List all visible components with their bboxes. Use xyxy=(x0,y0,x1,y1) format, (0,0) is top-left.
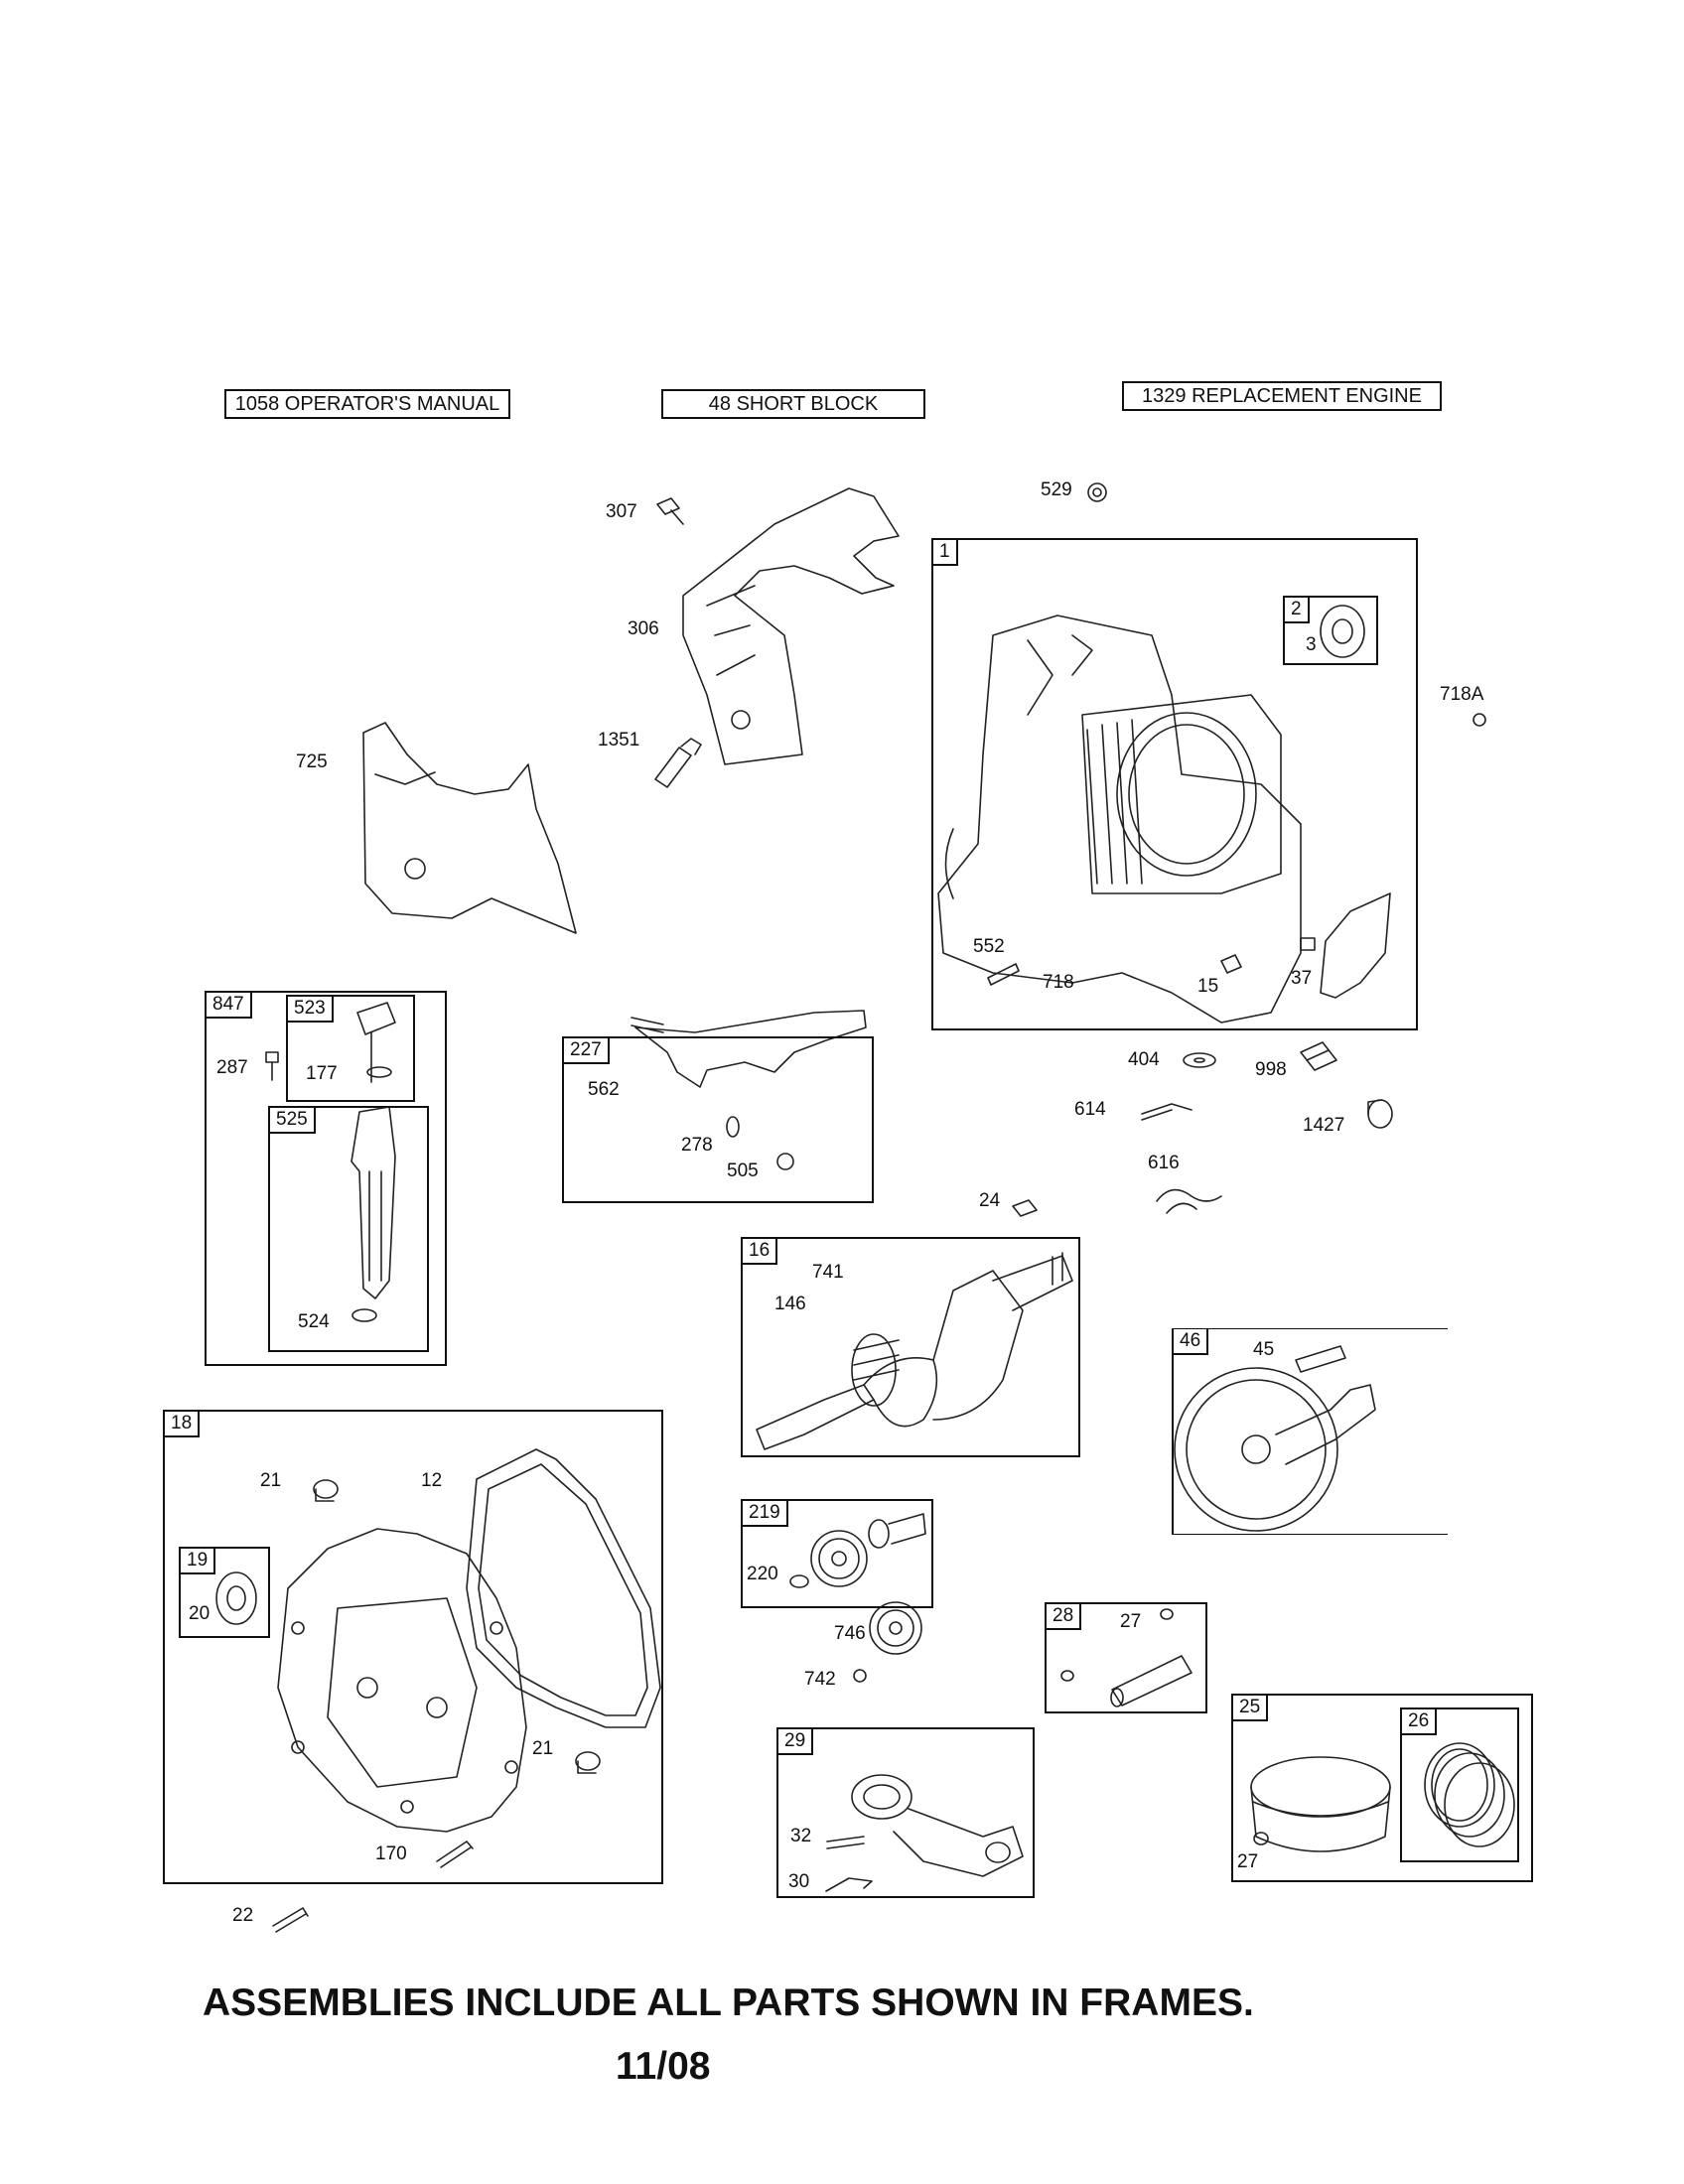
gear-746-icon xyxy=(869,1601,922,1655)
frame-tag: 227 xyxy=(564,1038,610,1064)
part-label: 30 xyxy=(788,1871,810,1892)
shroud-725-icon xyxy=(362,722,577,934)
part-label: 1351 xyxy=(598,730,640,751)
revision-date: 11/08 xyxy=(616,2045,711,2088)
frame-tag: 26 xyxy=(1402,1709,1438,1735)
part-label: 32 xyxy=(790,1826,812,1846)
spring-616-icon xyxy=(1156,1188,1222,1214)
frame-tag: 29 xyxy=(778,1729,814,1755)
part-label: 24 xyxy=(979,1190,1001,1211)
part-label: 718A xyxy=(1440,684,1484,705)
part-label: 524 xyxy=(298,1311,330,1332)
part-label: 177 xyxy=(306,1063,338,1084)
part-label: 170 xyxy=(375,1843,407,1864)
frame-tag: 525 xyxy=(270,1108,316,1134)
part-label: 725 xyxy=(296,751,328,772)
frame-46: 46 xyxy=(1172,1328,1448,1535)
key-24-icon xyxy=(1012,1199,1038,1217)
bolt-307-icon xyxy=(656,497,684,525)
frame-tag: 25 xyxy=(1233,1696,1269,1721)
frame-523: 523 xyxy=(286,995,415,1102)
nut-529-icon xyxy=(1087,482,1107,502)
part-label: 562 xyxy=(588,1079,620,1100)
part-label: 27 xyxy=(1237,1851,1259,1872)
part-label: 27 xyxy=(1120,1611,1142,1632)
part-label: 746 xyxy=(834,1623,866,1644)
part-label: 505 xyxy=(727,1160,759,1181)
assemblies-note: ASSEMBLIES INCLUDE ALL PARTS SHOWN IN FR… xyxy=(203,1981,1254,2024)
frame-525: 525 xyxy=(268,1106,429,1352)
frame-25: 25 xyxy=(1231,1694,1533,1882)
part-label: 3 xyxy=(1306,634,1317,655)
frame-16: 16 xyxy=(741,1237,1080,1457)
frame-tag: 18 xyxy=(165,1412,201,1437)
part-label: 287 xyxy=(216,1057,248,1078)
frame-2: 2 xyxy=(1283,596,1378,665)
frame-tag: 523 xyxy=(288,997,334,1023)
sleeve-1427-icon xyxy=(1367,1099,1393,1129)
bolt-22-icon xyxy=(272,1907,309,1933)
stud-1351-icon xyxy=(654,738,702,788)
link-614-icon xyxy=(1141,1103,1193,1121)
part-label: 529 xyxy=(1041,479,1072,500)
washer-742-icon xyxy=(853,1669,867,1683)
shroud-306-icon xyxy=(682,487,900,765)
frame-18: 18 xyxy=(163,1410,663,1884)
part-label: 12 xyxy=(421,1470,443,1491)
operators-manual-box: 1058 OPERATOR'S MANUAL xyxy=(224,389,510,419)
frame-tag: 28 xyxy=(1047,1604,1082,1630)
part-label: 146 xyxy=(774,1294,806,1314)
washer-404-icon xyxy=(1183,1052,1216,1068)
frame-26: 26 xyxy=(1400,1707,1519,1862)
part-label: 22 xyxy=(232,1905,254,1926)
part-label: 15 xyxy=(1197,976,1219,997)
frame-tag: 16 xyxy=(743,1239,778,1265)
part-label: 21 xyxy=(260,1470,282,1491)
part-label: 998 xyxy=(1255,1059,1287,1080)
frame-tag: 46 xyxy=(1174,1329,1209,1355)
frame-tag: 847 xyxy=(207,993,252,1019)
frame-847: 847 xyxy=(205,991,447,1366)
part-label: 616 xyxy=(1148,1153,1180,1173)
frame-tag: 19 xyxy=(181,1549,216,1574)
frame-219: 219 xyxy=(741,1499,933,1608)
frame-29: 29 xyxy=(776,1727,1035,1898)
frame-tag: 2 xyxy=(1285,598,1310,623)
part-label: 307 xyxy=(606,501,637,522)
part-label: 741 xyxy=(812,1262,844,1283)
part-label: 718 xyxy=(1043,972,1074,993)
part-label: 1427 xyxy=(1303,1115,1345,1136)
frame-28: 28 xyxy=(1045,1602,1207,1713)
frame-19: 19 xyxy=(179,1547,270,1638)
replacement-engine-box: 1329 REPLACEMENT ENGINE xyxy=(1122,381,1442,411)
part-label: 742 xyxy=(804,1669,836,1690)
frame-1: 1 xyxy=(931,538,1418,1030)
frame-227: 227 xyxy=(562,1036,874,1203)
frame-tag: 219 xyxy=(743,1501,788,1527)
bushing-998-icon xyxy=(1300,1041,1337,1071)
part-label: 45 xyxy=(1253,1339,1275,1360)
part-label: 220 xyxy=(747,1564,778,1584)
clip-718A-icon xyxy=(1473,713,1486,727)
frame-tag: 1 xyxy=(933,540,958,566)
part-label: 278 xyxy=(681,1135,713,1156)
short-block-box: 48 SHORT BLOCK xyxy=(661,389,925,419)
part-label: 37 xyxy=(1291,968,1313,989)
part-label: 614 xyxy=(1074,1099,1106,1120)
part-label: 306 xyxy=(628,618,659,639)
part-label: 552 xyxy=(973,936,1005,957)
part-label: 404 xyxy=(1128,1049,1160,1070)
part-label: 20 xyxy=(189,1603,210,1624)
part-label: 21 xyxy=(532,1738,554,1759)
